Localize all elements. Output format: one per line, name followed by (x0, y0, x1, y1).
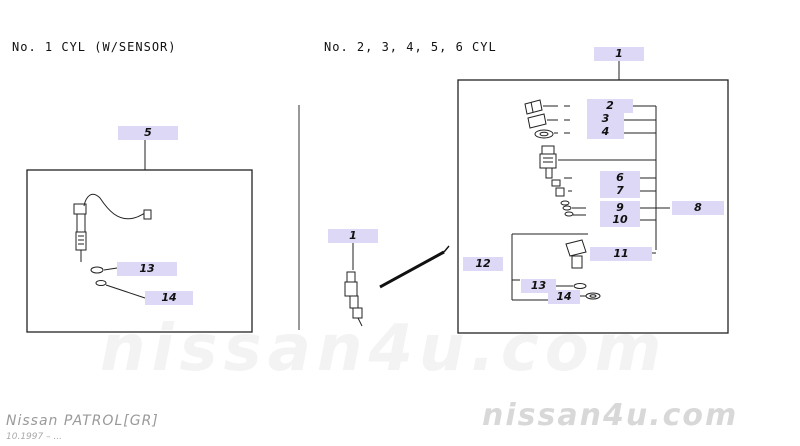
assembly-box-right (457, 79, 729, 334)
washer-9-icon (560, 200, 572, 211)
washer-13-right-icon (573, 283, 587, 289)
washer-13-left-icon (90, 266, 104, 274)
connecting-rod-icon (379, 245, 450, 289)
washer-14-right-icon (585, 292, 601, 300)
callout-8[interactable]: 8 (672, 201, 724, 215)
spring-7-icon (555, 187, 565, 197)
production-date-label: 10.1997 – ... (6, 432, 63, 442)
callout-12[interactable]: 12 (463, 257, 503, 271)
glow-plug-icon (344, 271, 363, 327)
leader-line-14-left (105, 284, 146, 299)
callout-2[interactable]: 2 (587, 99, 633, 113)
watermark-logo: nissan4u.com (482, 398, 739, 433)
callout-6[interactable]: 6 (600, 171, 640, 185)
callout-1-top[interactable]: 1 (594, 47, 644, 61)
leader-line-13-left (103, 267, 118, 271)
callout-10[interactable]: 10 (600, 213, 640, 227)
callout-9[interactable]: 9 (600, 201, 640, 215)
glow-plug-with-sensor-icon (73, 193, 152, 262)
washer-4-icon (534, 129, 554, 139)
nut-3-icon (527, 113, 547, 129)
callout-1-mid[interactable]: 1 (328, 229, 378, 243)
callout-7[interactable]: 7 (600, 184, 640, 198)
washer-14-left-icon (95, 280, 107, 286)
callout-3[interactable]: 3 (587, 112, 624, 126)
callout-14-right[interactable]: 14 (548, 290, 580, 304)
cap-nut-icon (524, 99, 543, 115)
washer-10-icon (564, 211, 574, 217)
watermark-large: nissan4u.com (100, 312, 668, 386)
callout-4[interactable]: 4 (587, 125, 624, 139)
callout-11[interactable]: 11 (590, 247, 652, 261)
callout-5[interactable]: 5 (118, 126, 178, 140)
callout-14-left[interactable]: 14 (145, 291, 193, 305)
insulator-6-icon (551, 179, 561, 187)
leader-lines-right (511, 105, 670, 301)
heading-no2-6-cyl: No. 2, 3, 4, 5, 6 CYL (324, 40, 497, 54)
heading-no1-cyl: No. 1 CYL (W/SENSOR) (12, 40, 177, 54)
vehicle-model-label: Nissan PATROL[GR] (6, 413, 159, 429)
callout-13-right[interactable]: 13 (521, 279, 556, 293)
glow-plug-body-icon (539, 145, 557, 179)
nut-11-icon (565, 239, 587, 269)
assembly-box-left (26, 169, 253, 333)
callout-13-left[interactable]: 13 (117, 262, 177, 276)
